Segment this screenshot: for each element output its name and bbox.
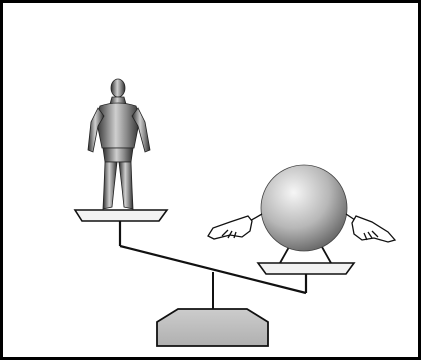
right-hand-icon bbox=[345, 213, 397, 243]
sphere bbox=[260, 164, 348, 252]
left-pan bbox=[73, 209, 169, 222]
right-pan bbox=[256, 246, 356, 275]
human-figure bbox=[87, 78, 151, 210]
scale-base bbox=[156, 272, 269, 347]
left-hand-icon bbox=[207, 213, 263, 240]
